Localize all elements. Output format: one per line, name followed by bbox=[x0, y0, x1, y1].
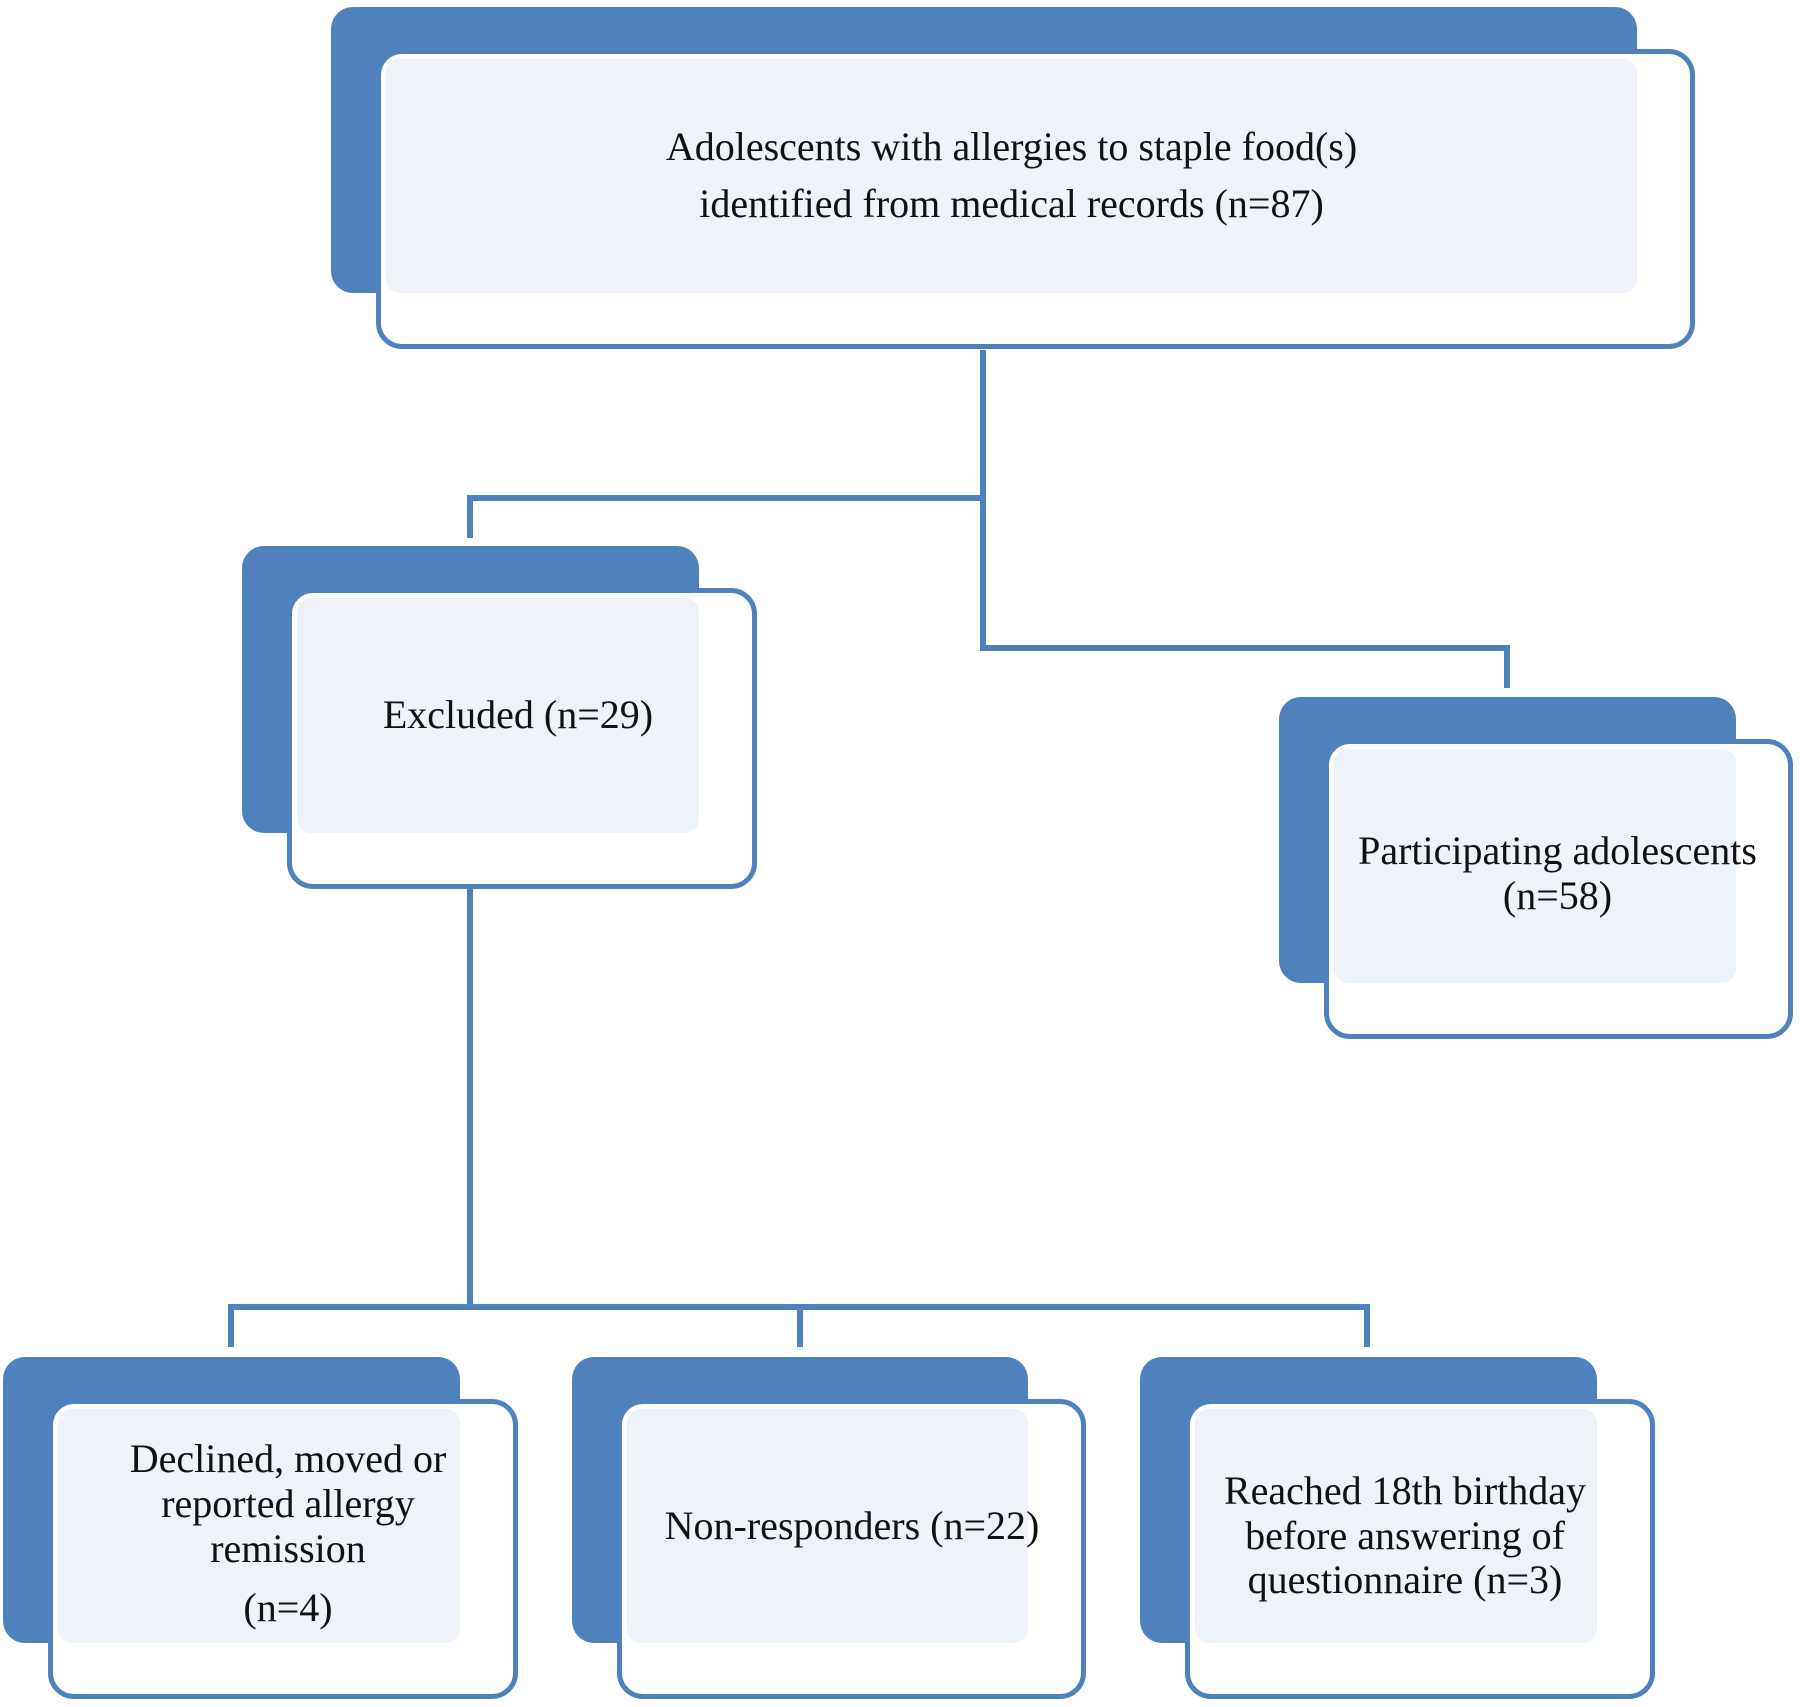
node-excluded-line-1: Excluded (n=29) bbox=[382, 692, 654, 738]
node-participating-line-1: Participating adolescents bbox=[1358, 828, 1757, 874]
node-reached18-line-1: Reached 18th birthday bbox=[1223, 1467, 1587, 1513]
connector-identified-to-excluded bbox=[467, 350, 986, 538]
node-declined-line-1: Declined, moved or bbox=[129, 1436, 447, 1482]
node-excluded: Excluded (n=29) bbox=[242, 546, 757, 889]
node-non-responders: Non-responders (n=22) bbox=[572, 1357, 1086, 1699]
connector-excluded-to-reached18 bbox=[800, 1304, 1370, 1347]
node-reached18-line-2: before answering of bbox=[1245, 1512, 1565, 1558]
node-declined-line-2: reported allergy bbox=[161, 1481, 415, 1527]
node-identified-line-1: Adolescents with allergies to staple foo… bbox=[665, 124, 1358, 170]
node-participating-adolescents: Participating adolescents (n=58) bbox=[1279, 697, 1793, 1039]
node-identified-adolescents: Adolescents with allergies to staple foo… bbox=[331, 7, 1695, 349]
node-reached-18th-birthday: Reached 18th birthday before answering o… bbox=[1140, 1357, 1655, 1699]
node-declined: Declined, moved or reported allergy remi… bbox=[3, 1357, 518, 1699]
node-declined-line-3: remission bbox=[210, 1526, 366, 1571]
node-non-responders-line-1: Non-responders (n=22) bbox=[664, 1502, 1040, 1548]
connector-excluded-to-nonresponders bbox=[470, 1304, 803, 1347]
node-participating-line-2: (n=58) bbox=[1502, 873, 1613, 918]
node-identified-line-2: identified from medical records (n=87) bbox=[699, 181, 1324, 226]
connector-excluded-to-declined bbox=[228, 888, 473, 1347]
node-reached18-line-3: questionnaire (n=3) bbox=[1247, 1557, 1563, 1603]
node-declined-line-4: (n=4) bbox=[243, 1584, 333, 1630]
connector-identified-to-participating bbox=[980, 498, 1510, 688]
